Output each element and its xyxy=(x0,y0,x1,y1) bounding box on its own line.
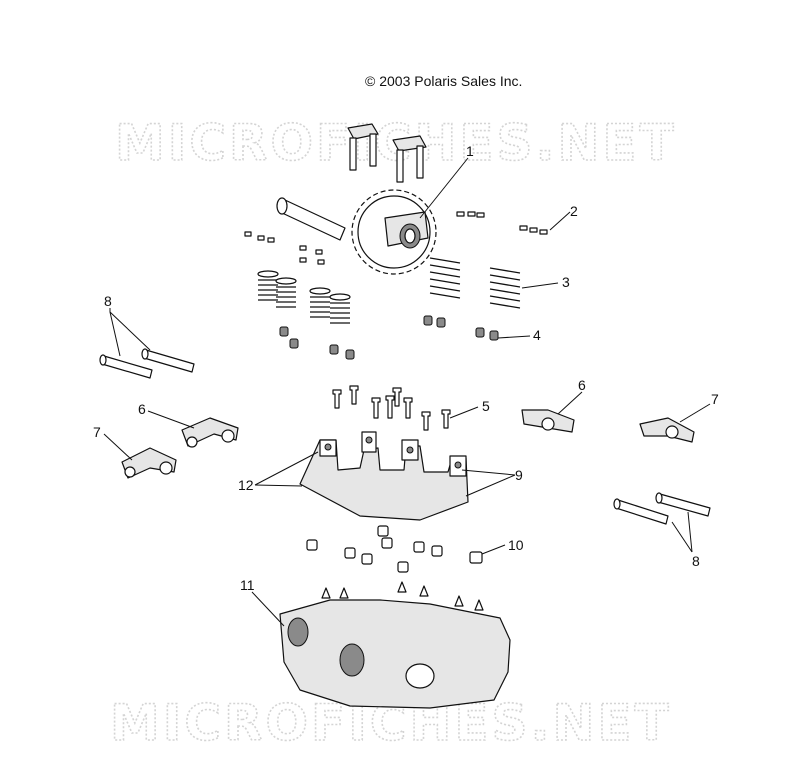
callout-8-left: 8 xyxy=(104,293,112,309)
callout-10: 10 xyxy=(508,537,524,553)
callout-7-right: 7 xyxy=(711,391,719,407)
rocker-shafts-right xyxy=(613,492,711,525)
rocker-arm-right-6 xyxy=(521,409,575,433)
callout-12: 12 xyxy=(238,477,254,493)
callouts: 1 2 3 4 5 6 6 7 7 8 8 9 10 11 12 xyxy=(93,143,719,593)
cam-carrier xyxy=(299,431,469,521)
cam-sprocket xyxy=(351,189,437,275)
cylinder-head xyxy=(279,581,511,709)
callout-6-left: 6 xyxy=(138,401,146,417)
callout-9: 9 xyxy=(515,467,523,483)
rocker-shafts-left xyxy=(99,348,195,379)
callout-6-right: 6 xyxy=(578,377,586,393)
rocker-arm-left-6 xyxy=(181,417,239,448)
cam-caps xyxy=(347,123,427,183)
valve-springs xyxy=(257,257,521,324)
cam-shaft-tube xyxy=(276,197,346,241)
callout-7-left: 7 xyxy=(93,424,101,440)
bolts xyxy=(332,385,451,431)
rocker-arm-left-7 xyxy=(121,447,177,479)
rocker-arm-right-7 xyxy=(639,417,695,443)
callout-1: 1 xyxy=(466,143,474,159)
callout-11: 11 xyxy=(240,577,255,593)
valve-buckets xyxy=(306,525,483,573)
callout-5: 5 xyxy=(482,398,490,414)
callout-8-right: 8 xyxy=(692,553,700,569)
callout-2: 2 xyxy=(570,203,578,219)
valve-keepers xyxy=(244,211,548,265)
callout-4: 4 xyxy=(533,327,541,343)
leader-lines xyxy=(103,157,711,627)
valve-seals xyxy=(279,315,499,360)
copyright-text: © 2003 Polaris Sales Inc. xyxy=(365,73,522,89)
callout-3: 3 xyxy=(562,274,570,290)
